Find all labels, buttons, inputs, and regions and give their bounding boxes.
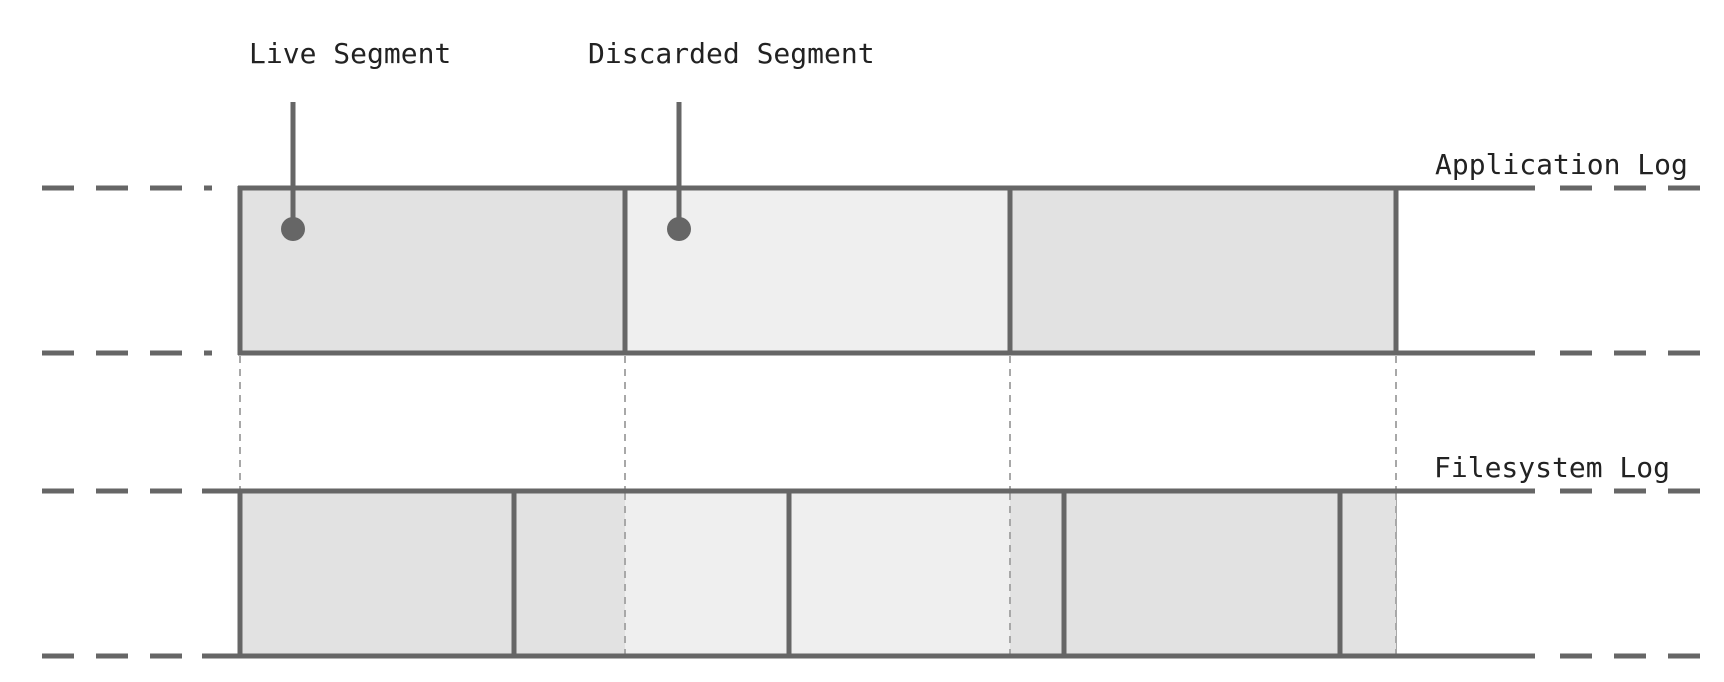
discarded-segment-pointer-dot (667, 217, 691, 241)
fs-fill-live-1 (240, 491, 625, 656)
application-log-label: Application Log (1435, 148, 1688, 181)
app-segment-1-live (240, 188, 625, 353)
fs-fill-live-2 (1010, 491, 1396, 656)
discarded-segment-callout: Discarded Segment (588, 37, 875, 241)
app-segment-2-discarded (625, 188, 1010, 353)
filesystem-log-row: Filesystem Log (42, 451, 1700, 659)
discarded-segment-label: Discarded Segment (588, 37, 875, 70)
application-log-row: Application Log (42, 148, 1700, 356)
filesystem-log-label: Filesystem Log (1434, 451, 1670, 484)
app-segment-3-live (1010, 188, 1396, 353)
live-segment-callout: Live Segment (249, 37, 451, 241)
live-segment-pointer-dot (281, 217, 305, 241)
fs-fill-discarded (625, 491, 1010, 656)
live-segment-label: Live Segment (249, 37, 451, 70)
